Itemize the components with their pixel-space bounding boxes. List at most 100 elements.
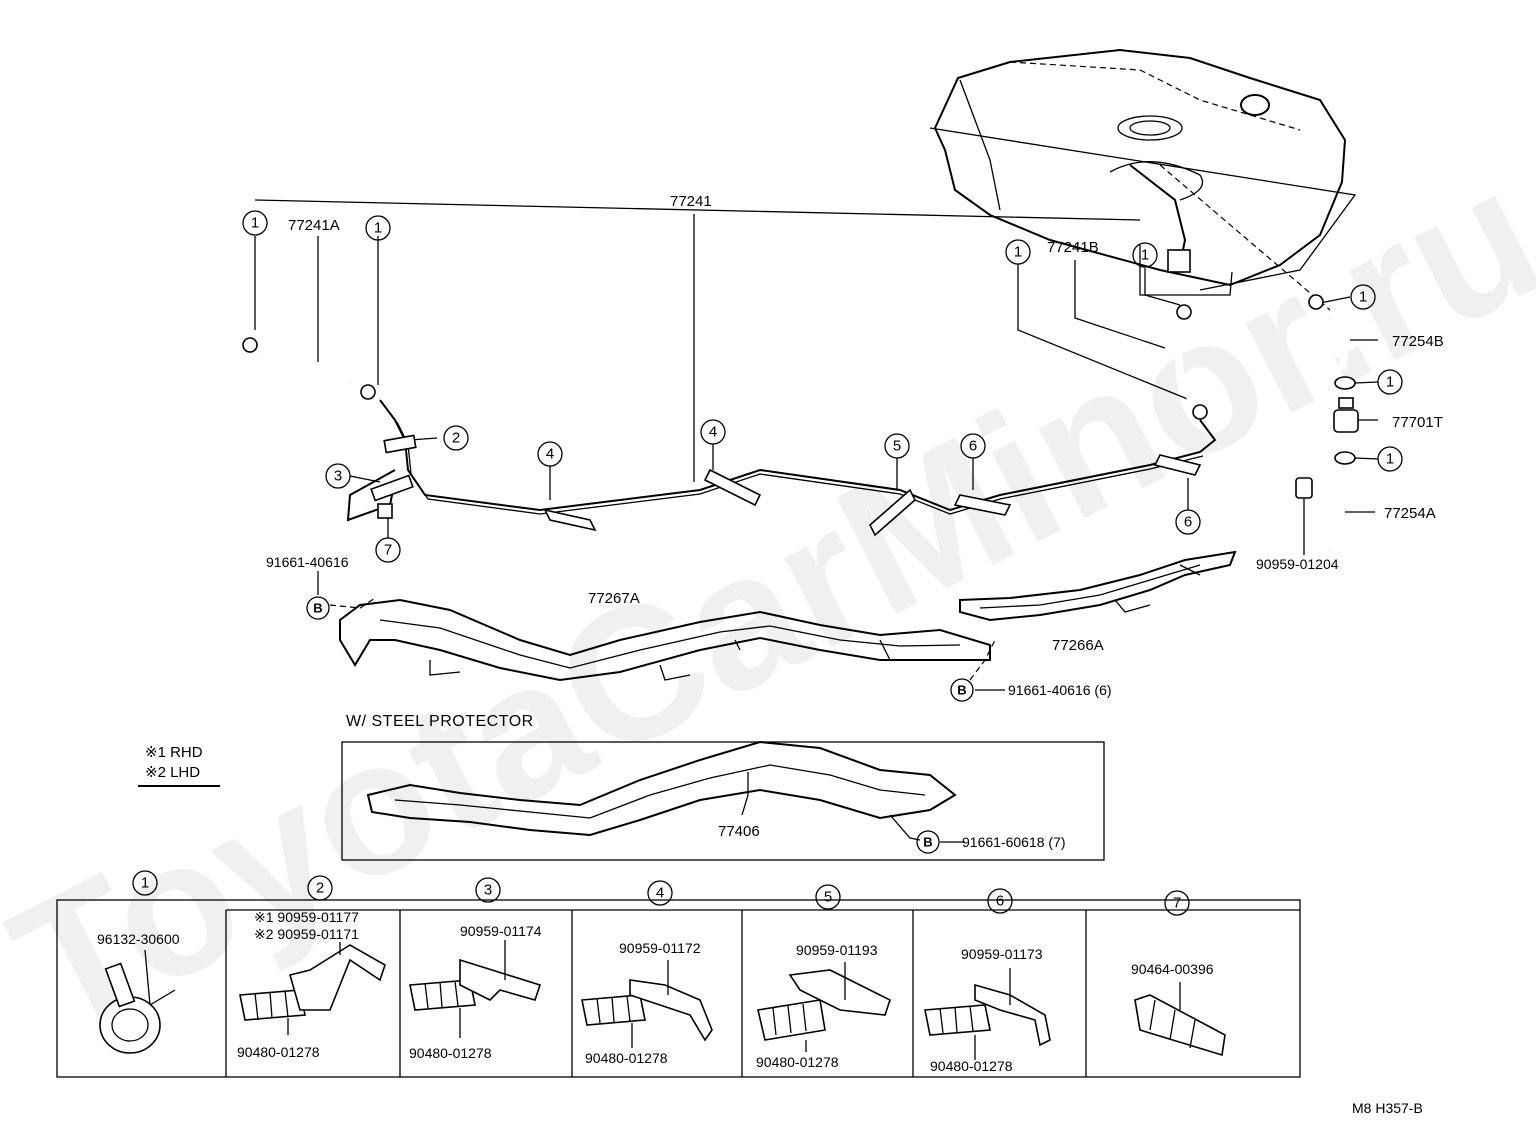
callout-1-d [1132, 242, 1158, 268]
ref-b-leader-left [329, 597, 376, 609]
box7-top-part: 90464-00396 [1131, 961, 1214, 977]
callout-1-b-label: 1 [374, 220, 382, 237]
ref-b-leader-right [969, 639, 996, 681]
protector-77267A [339, 598, 991, 682]
callout-1-a-label: 1 [251, 215, 259, 232]
box2-bottom-part: 90480-01278 [237, 1044, 320, 1060]
box2-top-part: ※1 90959-01177 [254, 909, 359, 925]
leader-lines [254, 199, 1379, 555]
label-77266A: 77266A [1052, 637, 1104, 654]
legend-lhd: ※2 LHD [145, 764, 200, 781]
ref-b-steel [916, 830, 940, 854]
ref-b-right-label: B [957, 683, 966, 698]
box-header-6 [987, 888, 1013, 914]
label-77254B: 77254B [1392, 333, 1444, 350]
protector-77266A [959, 550, 1237, 622]
ref-b-left-label: B [313, 601, 322, 616]
box1-top-part: 96132-30600 [97, 931, 180, 947]
box-header-7 [1164, 890, 1190, 916]
callout-7 [375, 537, 401, 563]
callout-1-f-label: 1 [1386, 374, 1394, 391]
parts-boxes [56, 899, 1301, 1078]
callout-3 [325, 463, 351, 489]
label-90959-01204: 90959-01204 [1256, 556, 1339, 572]
label-77254A: 77254A [1384, 505, 1436, 522]
box-header-7-label: 7 [1173, 895, 1181, 912]
box-header-2 [307, 875, 333, 901]
callout-1-f [1377, 369, 1403, 395]
legend-rhd: ※1 RHD [145, 744, 203, 761]
callout-3-label: 3 [334, 468, 342, 485]
label-77406: 77406 [718, 823, 760, 840]
callout-1-c [1005, 239, 1031, 265]
callout-5-label: 5 [893, 438, 901, 455]
label-77267A: 77267A [588, 590, 640, 607]
ref-b-steel-label: B [923, 835, 932, 850]
footer-code: M8 H357-B [1352, 1100, 1423, 1116]
callout-4-b-label: 4 [709, 424, 717, 441]
box-header-3 [475, 877, 501, 903]
callout-1-d-label: 1 [1141, 247, 1149, 264]
label-77241A: 77241A [288, 217, 340, 234]
box1-clamp-drawing [99, 949, 176, 1054]
label-steel-protector: W/ STEEL PROTECTOR [346, 713, 534, 730]
box5-clip-drawing [757, 962, 891, 1052]
label-91661-60618-7: 91661-60618 (7) [962, 834, 1066, 850]
box-header-1 [132, 870, 158, 896]
box3-clip-drawing [409, 940, 542, 1038]
callout-6-a [960, 433, 986, 459]
box5-bottom-part: 90480-01278 [756, 1054, 839, 1070]
box4-clip-drawing [581, 960, 713, 1048]
box-header-2-label: 2 [316, 880, 324, 897]
box5-top-part: 90959-01193 [796, 942, 878, 958]
box-header-4-label: 4 [656, 885, 664, 902]
callout-1-b [365, 215, 391, 241]
callout-4-b [700, 419, 726, 445]
box-header-4 [647, 880, 673, 906]
callout-6-b-label: 6 [1184, 514, 1192, 531]
label-91661-40616-6: 91661-40616 (6) [1008, 682, 1112, 698]
callout-1-c-label: 1 [1014, 244, 1022, 261]
callout-6-b [1175, 509, 1201, 535]
box6-top-part: 90959-01173 [961, 946, 1043, 962]
box3-bottom-part: 90480-01278 [409, 1045, 492, 1061]
box-header-1-label: 1 [141, 875, 149, 892]
part-labels: 77241 77241A 77241B 77254B 77701T 77254A… [97, 193, 1444, 1116]
ref-b-left [306, 596, 330, 620]
callout-6-a-label: 6 [969, 438, 977, 455]
watermark-text: ToyotaCarMinor.ru [0, 127, 1536, 1076]
callout-2-label: 2 [452, 430, 460, 447]
tube-clips [370, 434, 1202, 537]
callout-5 [884, 433, 910, 459]
callout-2 [443, 425, 469, 451]
callout-1-e-label: 1 [1359, 289, 1367, 306]
box-header-5 [815, 884, 841, 910]
box-header-3-label: 3 [484, 882, 492, 899]
box4-top-part: 90959-01172 [619, 940, 701, 956]
fuel-tank [929, 48, 1357, 311]
hoses-and-clamps [242, 294, 1359, 551]
callout-7-label: 7 [384, 542, 392, 559]
box-header-6-label: 6 [996, 893, 1004, 910]
callout-1-g-label: 1 [1386, 451, 1394, 468]
box2-top2-part: ※2 90959-01171 [254, 926, 359, 942]
callout-circles: 1 1 1 1 1 1 1 2 3 4 4 5 6 6 7 1 2 3 [132, 210, 1403, 916]
callout-1-e [1350, 284, 1376, 310]
box-header-5-label: 5 [824, 889, 832, 906]
box2-clip-drawing [239, 942, 386, 1035]
box6-clip-drawing [924, 968, 1051, 1060]
label-77701T: 77701T [1392, 414, 1443, 431]
box7-clip-drawing [1134, 982, 1226, 1057]
steel-protector-panel [341, 740, 1105, 861]
box4-bottom-part: 90480-01278 [585, 1050, 668, 1066]
label-77241B: 77241B [1047, 239, 1099, 256]
ref-b-right [950, 678, 974, 702]
callout-4-a-label: 4 [546, 446, 554, 463]
box6-bottom-part: 90480-01278 [930, 1058, 1013, 1074]
label-77241: 77241 [670, 193, 712, 210]
callout-1-g [1377, 446, 1403, 472]
box3-top-part: 90959-01174 [460, 923, 542, 939]
callout-4-a [537, 441, 563, 467]
